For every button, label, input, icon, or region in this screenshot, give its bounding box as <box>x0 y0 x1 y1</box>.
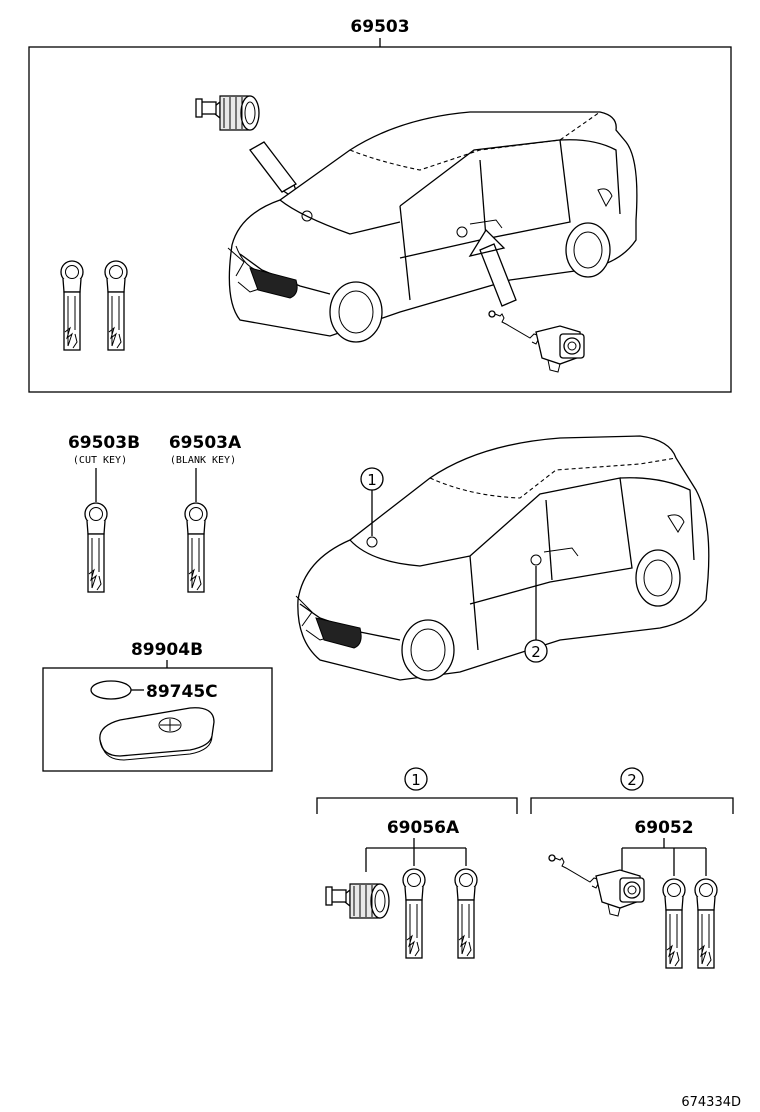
group-2-key-1 <box>662 878 686 969</box>
group-1-key-2 <box>454 868 478 959</box>
group-2-door-lock <box>548 854 645 917</box>
transmitter-section: 89904B 89745C <box>42 640 273 772</box>
cut-key-description: (CUT KEY) <box>73 455 127 466</box>
group-2-part-number[interactable]: 69052 <box>634 818 693 838</box>
battery <box>90 680 132 700</box>
svg-text:2: 2 <box>531 643 541 661</box>
group-1-part-number[interactable]: 69056A <box>387 818 460 838</box>
door-lock-cylinder <box>488 310 585 373</box>
blank-key-section: 69503A (BLANK KEY) <box>169 433 242 593</box>
transmitter-box <box>42 667 273 772</box>
ignition-cylinder <box>195 95 260 131</box>
group-1-bracket <box>316 797 518 814</box>
blank-key-description: (BLANK KEY) <box>170 455 236 466</box>
arrow-door <box>468 228 517 307</box>
group-1-callout[interactable] <box>404 767 428 791</box>
vehicle-top <box>227 111 638 343</box>
blank-key <box>184 502 208 593</box>
callout-1-marker[interactable]: 1 <box>360 467 384 491</box>
svg-text:1: 1 <box>367 471 377 489</box>
callout-2-marker[interactable]: 2 <box>524 639 548 663</box>
assembly-section: 69503 <box>28 17 732 393</box>
group-1-cylinder <box>325 883 390 919</box>
transmitter-part-number[interactable]: 89904B <box>131 640 203 660</box>
transmitter-case <box>99 707 215 761</box>
group-2-key-2 <box>694 878 718 969</box>
group-2-section: 2 69052 <box>530 767 734 969</box>
svg-text:1: 1 <box>411 771 421 789</box>
cut-key <box>84 502 108 593</box>
vehicle-middle <box>295 435 710 681</box>
svg-text:2: 2 <box>627 771 637 789</box>
diagram-code: 674334D <box>681 1095 741 1110</box>
assembly-key-1 <box>60 260 84 351</box>
assembly-part-number[interactable]: 69503 <box>350 17 409 37</box>
assembly-key-2 <box>104 260 128 351</box>
blank-key-part-number[interactable]: 69503A <box>169 433 242 453</box>
group-1-section: 1 69056A <box>316 767 518 959</box>
cut-key-part-number[interactable]: 69503B <box>68 433 140 453</box>
group-2-callout[interactable] <box>620 767 644 791</box>
group-2-bracket <box>530 797 734 814</box>
battery-part-number[interactable]: 89745C <box>146 682 218 702</box>
cut-key-section: 69503B (CUT KEY) <box>68 433 140 593</box>
group-1-key-1 <box>402 868 426 959</box>
assembly-box <box>28 46 732 393</box>
